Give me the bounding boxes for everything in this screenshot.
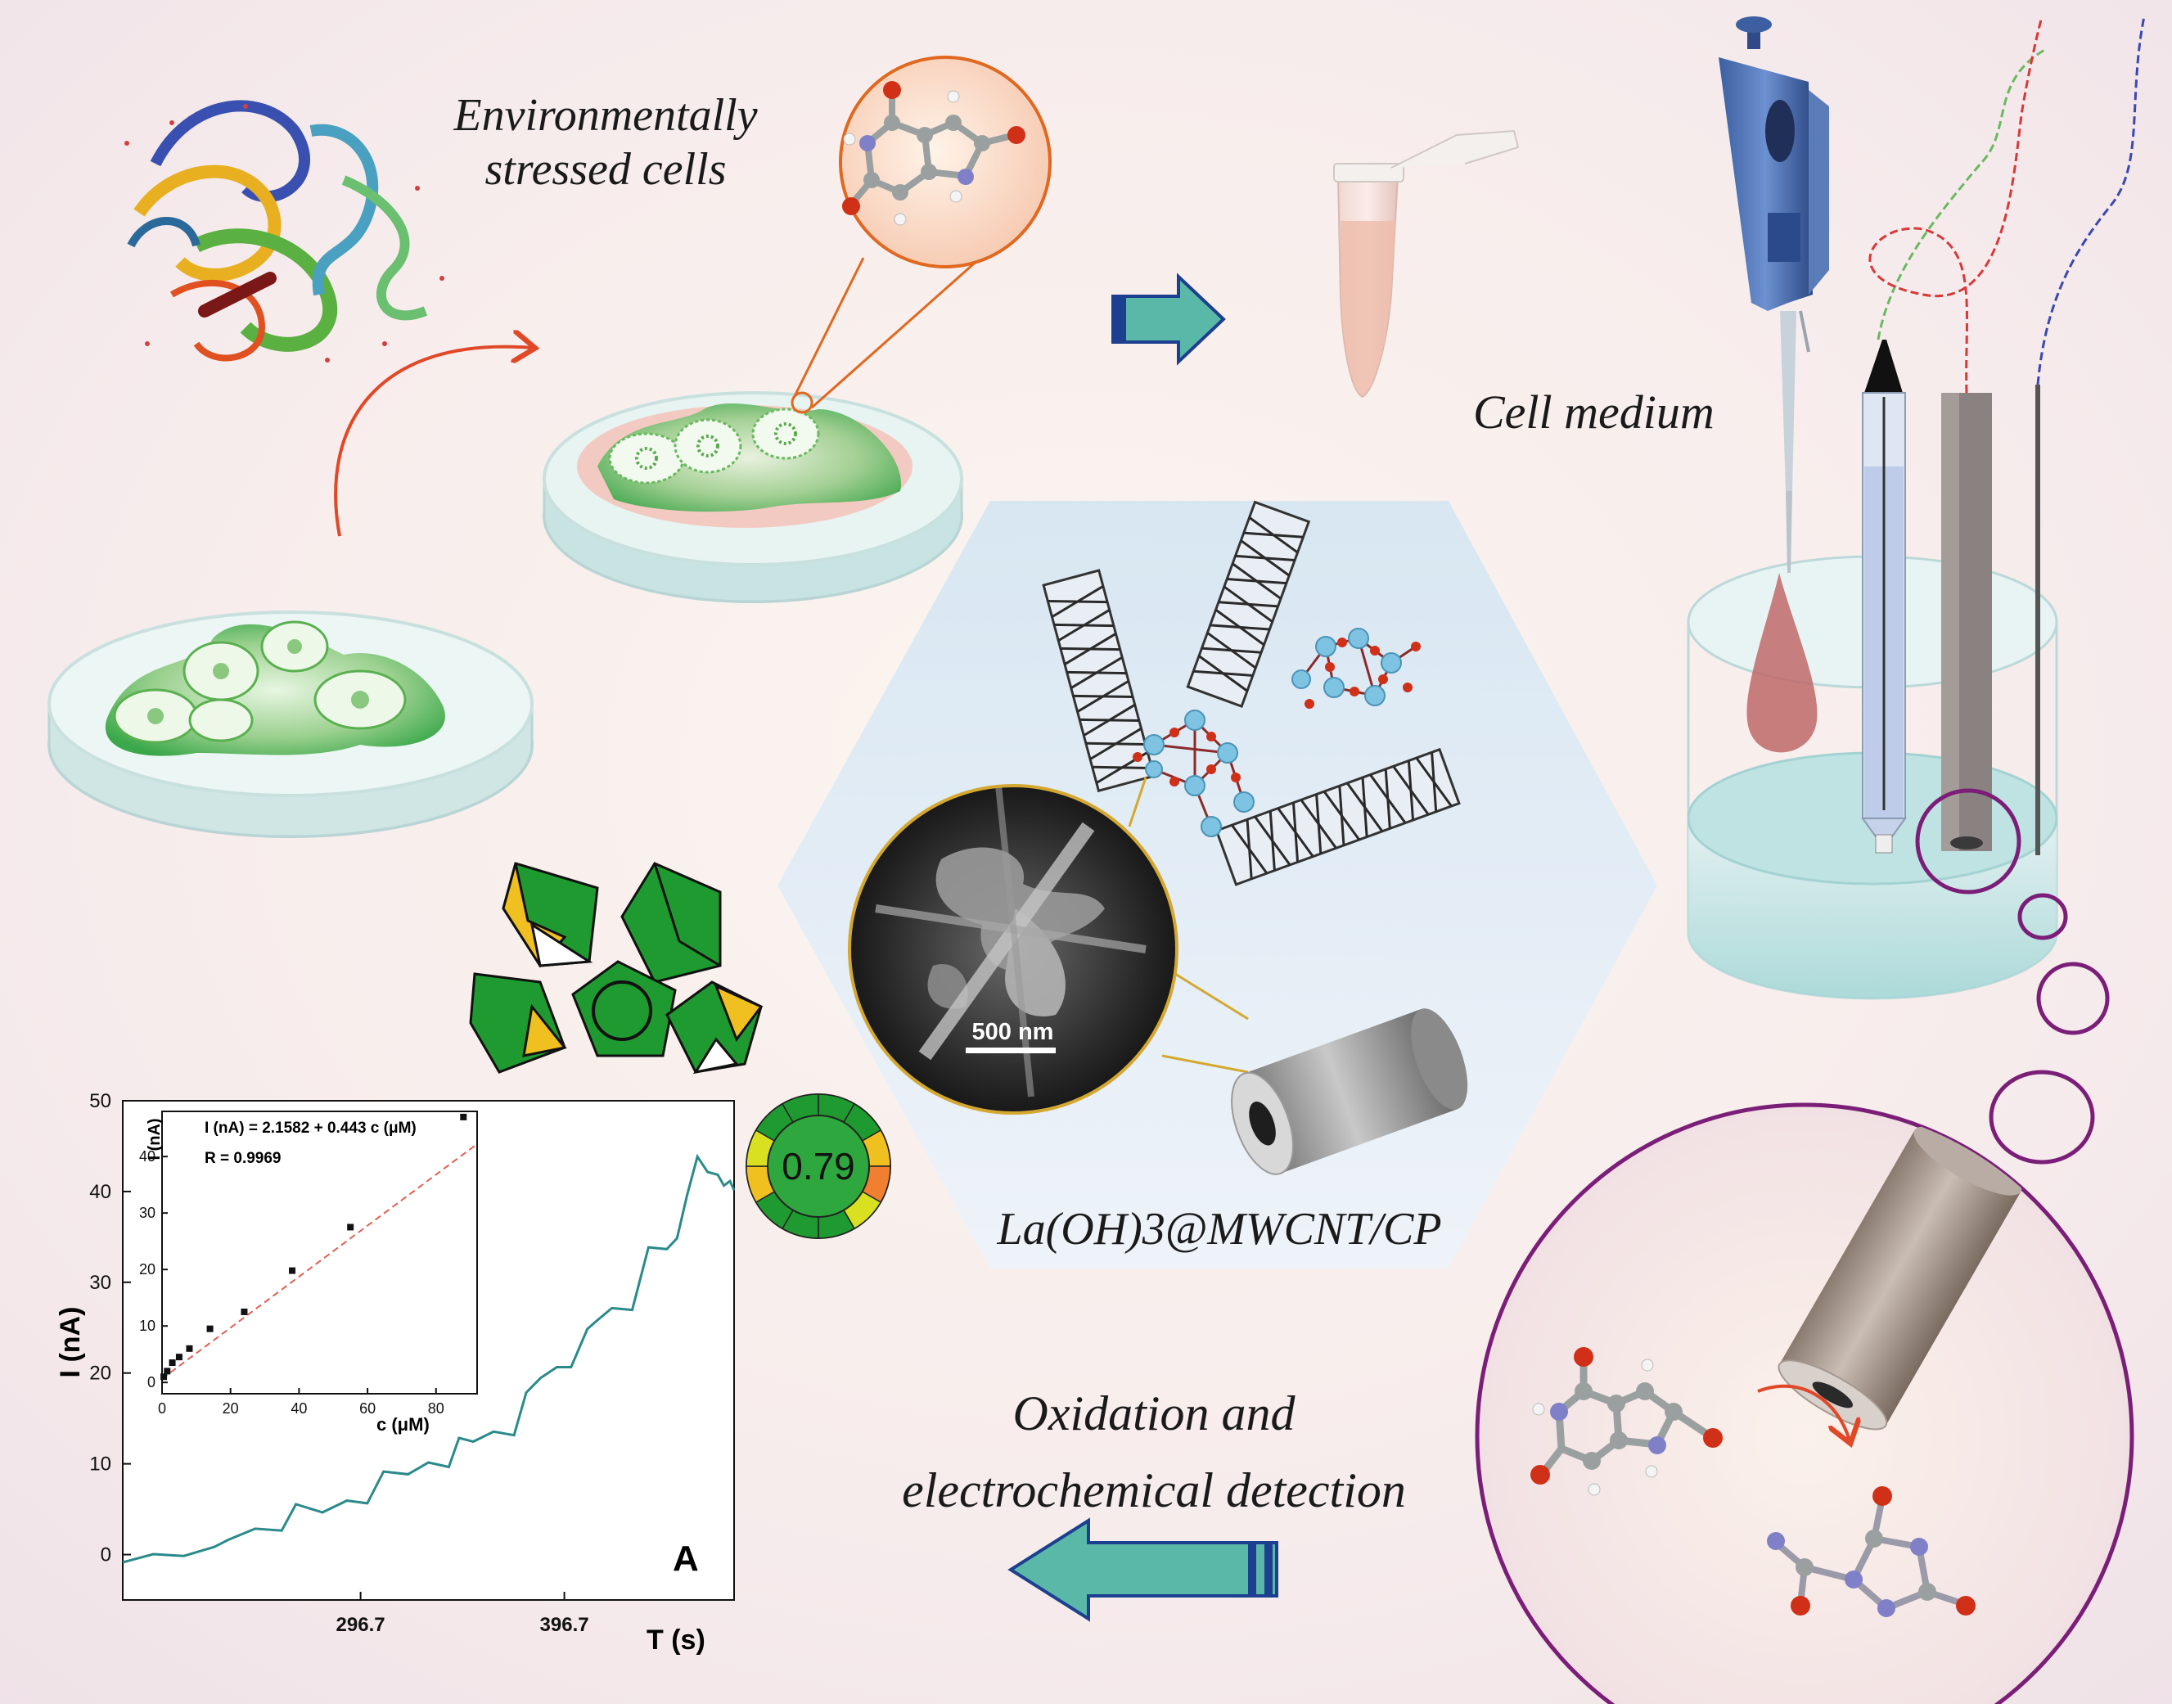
inset-equation: I (nA) = 2.1582 + 0.443 c (μM) (205, 1120, 417, 1137)
inset-ylabel: I (nA) (146, 1118, 164, 1160)
chart-xlabel: T (s) (647, 1625, 705, 1656)
inset-point (347, 1224, 354, 1231)
carbon-nanotube-icon (1042, 500, 1461, 886)
inset-point (206, 1325, 214, 1332)
linear-fit-line (161, 1143, 478, 1380)
greenness-score-value: 0.79 (782, 1145, 855, 1187)
inset-frame (161, 1111, 478, 1395)
y-tick-label: 40 (89, 1181, 111, 1203)
y-tick-label: 30 (89, 1272, 111, 1294)
amperometry-chart: 0 10 20 30 40 50 296.7 396.7 0 10 20 30 40 0 20 40 60 80 (89, 1090, 736, 1636)
inset-r-value: R = 0.9969 (205, 1150, 282, 1167)
inset-y-tick-label: 40 (139, 1148, 155, 1165)
greenness-score-ring (746, 1093, 891, 1239)
inset-point (160, 1373, 168, 1381)
agree-pictogram-icon (469, 862, 764, 1075)
stressed-cells-line1: Environmentally (453, 90, 758, 141)
inset-y-tick-label: 10 (139, 1318, 155, 1334)
cell-medium-label: Cell medium (1473, 385, 1715, 439)
stressed-cells-line2: stressed cells (484, 144, 727, 195)
oxypurine-reactant-icon (1530, 1347, 1723, 1496)
inset-point (289, 1267, 296, 1274)
petri-dish-stressed (543, 391, 963, 603)
pipette-icon (1719, 16, 1829, 573)
oxidation-zoom-bubble (1475, 1102, 2134, 1708)
inset-x-tick-label: 60 (359, 1400, 376, 1417)
inset-point (186, 1345, 193, 1352)
inset-y-tick-label: 30 (139, 1205, 155, 1221)
electrode-material-hexagon (777, 500, 1657, 1269)
carbon-paper-electrode-icon (1231, 1008, 1468, 1175)
lanthanum-hydroxide-cluster-icon (1133, 628, 1421, 837)
detection-line2: electrochemical detection (902, 1463, 1406, 1517)
protein-structure-icon (124, 100, 444, 363)
x-tick-label: 396.7 (540, 1614, 589, 1636)
inset-point (175, 1354, 183, 1361)
flow-arrow-right (1111, 273, 1226, 366)
petri-dish-healthy (47, 611, 534, 838)
inset-xlabel: c (μM) (376, 1414, 430, 1435)
healthy-cells-icon (105, 620, 445, 756)
inset-x-tick-label: 0 (158, 1400, 166, 1417)
eppendorf-tube-icon (1333, 129, 1520, 399)
zoom-spot-icon (791, 391, 813, 414)
working-electrode-icon (1941, 393, 1992, 851)
inset-point (169, 1359, 176, 1367)
y-tick-label: 10 (89, 1453, 111, 1476)
reaction-arrow (1757, 1384, 1850, 1440)
y-tick-label: 50 (89, 1090, 111, 1112)
stressed-cells-label: Environmentally stressed cells (413, 88, 798, 196)
sem-image (849, 786, 1177, 1113)
y-tick-label: 20 (89, 1363, 111, 1385)
inset-point (241, 1308, 248, 1315)
stressed-cells-icon (597, 403, 902, 512)
reference-electrode-icon (1861, 340, 1907, 854)
inset-x-tick-label: 80 (428, 1400, 444, 1417)
y-tick-label: 0 (101, 1544, 111, 1566)
oxidized-product-icon (1767, 1486, 1976, 1617)
detection-line1: Oxidation and (1012, 1386, 1296, 1440)
sem-scale-label: 500 nm (971, 1019, 1054, 1045)
electrode-material-label: La(OH)3@MWCNT/CP (997, 1204, 1442, 1255)
detection-label: Oxidation and electrochemical detection (843, 1375, 1465, 1529)
inset-point (164, 1368, 171, 1375)
current-trace (122, 1153, 736, 1564)
electrochemical-cell (1687, 16, 2146, 1165)
x-tick-label: 296.7 (336, 1614, 385, 1636)
inset-x-tick-label: 20 (223, 1400, 239, 1417)
droplet-icon (1746, 573, 1818, 753)
chart-ylabel: I (nA) (55, 1306, 86, 1378)
treatment-arrow (334, 347, 532, 537)
inset-y-tick-label: 20 (139, 1261, 155, 1278)
inset-x-tick-label: 40 (291, 1400, 307, 1417)
flow-arrow-left (1007, 1517, 1278, 1622)
oxypurine-molecule-bubble (839, 56, 1052, 268)
inset-y-tick-label: 0 (147, 1374, 155, 1390)
chart-panel-label: A (673, 1539, 699, 1579)
inset-point (460, 1113, 467, 1120)
